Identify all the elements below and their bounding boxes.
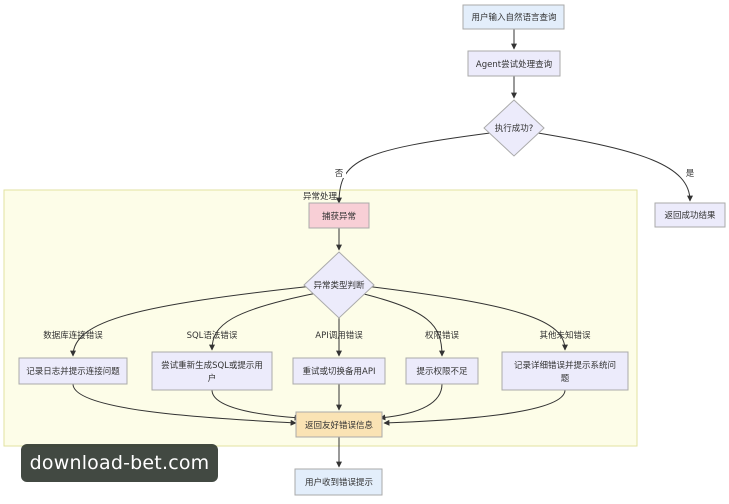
node-exception-type-label: 异常类型判断 (313, 280, 365, 291)
edge-type-perm (355, 291, 445, 357)
edges (70, 29, 693, 468)
node-user-input: 用户输入自然语言查询 (462, 4, 565, 30)
edge-label-db-error: 数据库连接错误 (43, 330, 103, 341)
watermark-badge: download-bet.com (21, 444, 218, 482)
node-db-log-label: 记录日志并提示连接问题 (26, 366, 120, 377)
edge-label-other-error: 其他未知错误 (539, 330, 591, 341)
node-retry-api: 重试或切换备用API (292, 357, 386, 385)
edge-decision-no (336, 132, 491, 204)
edge-label-no: 否 (335, 169, 344, 179)
edge-label-perm-error: 权限错误 (425, 330, 460, 341)
edge-decision-yes (537, 132, 693, 202)
node-perm-denied-label: 提示权限不足 (416, 366, 468, 377)
node-unknown-log: 记录详细错误并提示系统问 题 (501, 351, 629, 391)
node-unknown-log-label-line2: 题 (561, 374, 570, 384)
node-return-success-label: 返回成功结果 (664, 210, 716, 221)
node-catch-exception: 捕获异常 (308, 202, 370, 229)
edge-label-yes: 是 (686, 169, 695, 179)
node-sql-regen-label-line1: 尝试重新生成SQL或提示用 (161, 360, 263, 371)
node-agent-try-label: Agent尝试处理查询 (476, 59, 552, 70)
node-agent-try: Agent尝试处理查询 (467, 50, 561, 77)
edge-perm-to-friendly (379, 383, 443, 421)
edge-sql-to-friendly (211, 389, 301, 421)
node-catch-exception-label: 捕获异常 (322, 211, 356, 222)
node-user-input-label: 用户输入自然语言查询 (471, 12, 556, 23)
exception-cluster-title: 异常处理 (303, 191, 338, 202)
node-friendly-error-label: 返回友好错误信息 (305, 420, 374, 431)
edge-db-to-friendly (72, 383, 297, 426)
edge-type-other (364, 285, 568, 351)
edge-labels: 否 是 数据库连接错误 SQL语法错误 API调用错误 权限错误 其他未知错误 (43, 166, 697, 341)
node-db-log: 记录日志并提示连接问题 (18, 357, 128, 385)
node-friendly-error: 返回友好错误信息 (295, 411, 383, 438)
edge-other-to-friendly (383, 389, 566, 426)
node-unknown-log-label-line1: 记录详细错误并提示系统问 (514, 360, 616, 371)
node-perm-denied: 提示权限不足 (405, 357, 479, 385)
node-sql-regen: 尝试重新生成SQL或提示用 户 (151, 351, 273, 391)
node-return-success: 返回成功结果 (654, 202, 726, 228)
edge-type-db (70, 285, 314, 357)
node-exec-success-label: 执行成功? (495, 123, 534, 134)
edge-label-sql-error: SQL语法错误 (187, 330, 238, 341)
edge-type-sql (209, 291, 323, 351)
node-retry-api-label: 重试或切换备用API (303, 366, 376, 377)
node-sql-regen-label-line2: 户 (208, 373, 217, 384)
edge-label-api-error: API调用错误 (315, 330, 363, 341)
exception-cluster (3, 189, 638, 447)
node-exception-type-decision: 异常类型判断 (303, 251, 375, 319)
node-exec-success-decision: 执行成功? (483, 99, 545, 157)
node-user-receive-label: 用户收到错误提示 (305, 477, 373, 488)
node-user-receive: 用户收到错误提示 (294, 468, 383, 496)
